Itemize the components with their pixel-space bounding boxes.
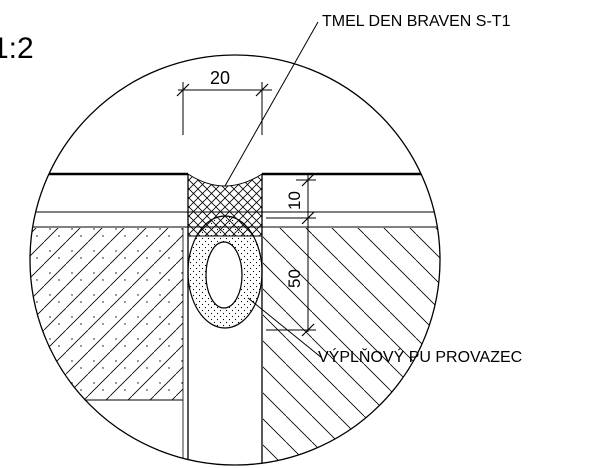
- backer-rod-label: VÝPLŇOVÝ PU PROVAZEC: [318, 347, 522, 366]
- backer-rod-core: [205, 241, 243, 309]
- scale-label: 1:2: [0, 32, 34, 65]
- dimension-vertical: 10 50: [266, 173, 316, 337]
- left-concrete-hatch: [30, 228, 183, 400]
- dimension-rod-depth-value: 50: [285, 269, 304, 288]
- right-concrete-hatch: [263, 228, 440, 465]
- sealant-label: TMEL DEN BRAVEN S-T1: [322, 13, 511, 30]
- dimension-width: 20: [176, 68, 272, 135]
- dimension-sealant-depth-value: 10: [285, 191, 304, 210]
- sealant-fill: [187, 173, 263, 237]
- sealant-leader: [224, 21, 319, 187]
- backer-rod-leader: [247, 297, 323, 359]
- joint-section: [30, 172, 440, 465]
- dimension-width-value: 20: [210, 68, 230, 88]
